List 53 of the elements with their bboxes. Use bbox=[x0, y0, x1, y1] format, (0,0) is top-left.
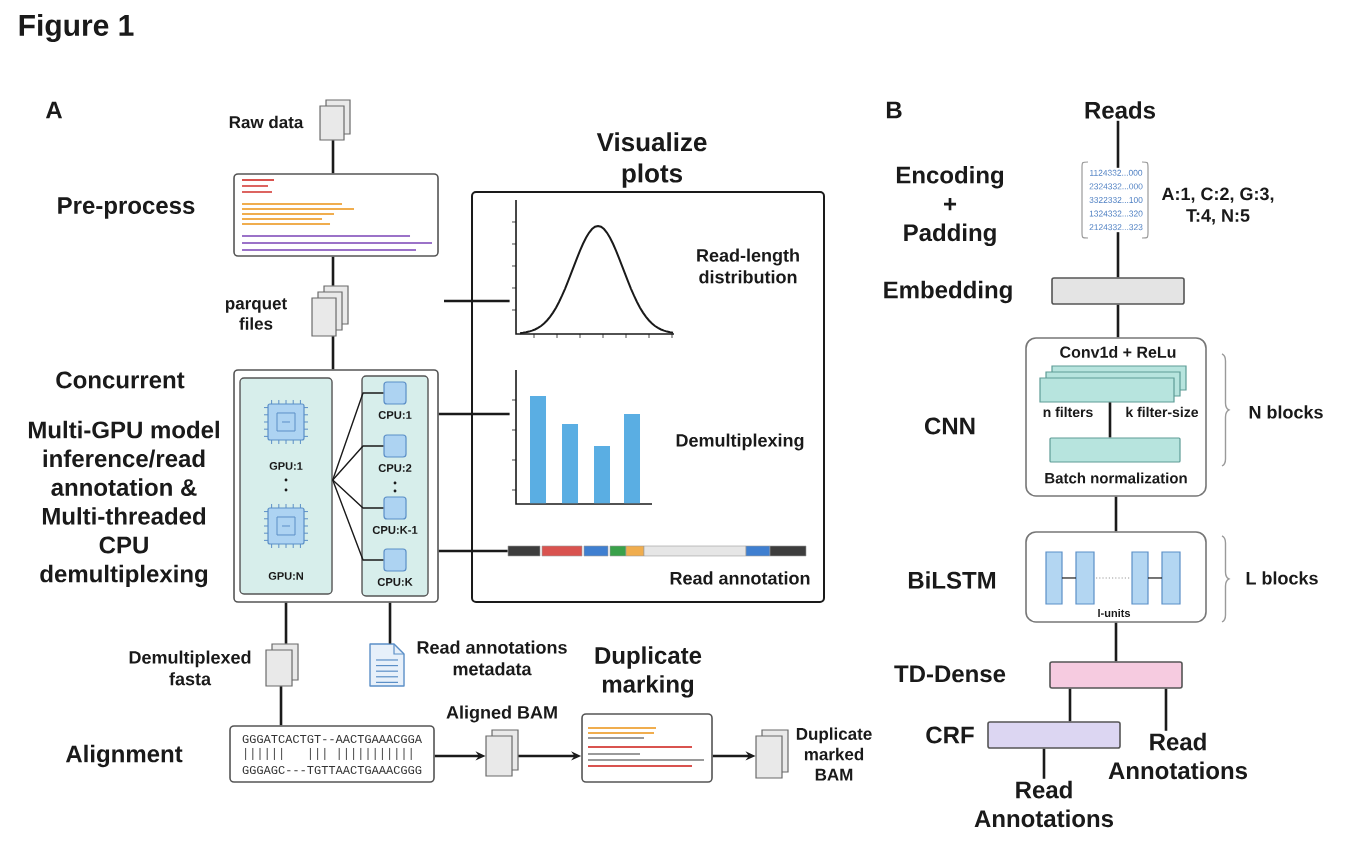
connector-line bbox=[279, 686, 283, 726]
connector-line bbox=[332, 479, 385, 561]
connector-line bbox=[1114, 622, 1118, 662]
file-label: Duplicate marked BAM bbox=[796, 727, 872, 781]
step-label: CNN bbox=[925, 417, 975, 435]
connector-line bbox=[331, 336, 335, 370]
connector-line bbox=[332, 445, 385, 481]
plot-label: Demultiplexing bbox=[676, 433, 804, 451]
output-label: Read Annotations bbox=[1108, 732, 1247, 780]
panel-letter: A bbox=[45, 101, 63, 119]
connector-line bbox=[1114, 496, 1118, 532]
connector-line bbox=[332, 479, 385, 509]
connector-line bbox=[388, 602, 392, 644]
connector-line bbox=[332, 392, 385, 481]
block-count-label: L blocks bbox=[1246, 571, 1318, 585]
file-label: Raw data bbox=[229, 115, 304, 129]
connector-line bbox=[1164, 688, 1168, 731]
panel-title: Visualize plots bbox=[596, 132, 707, 188]
plot-label: Read-length distribution bbox=[697, 248, 799, 284]
step-label: TD-Dense bbox=[894, 665, 1006, 683]
connector-line bbox=[438, 549, 508, 553]
connector-line bbox=[331, 140, 335, 174]
output-label: Read Annotations bbox=[974, 780, 1113, 828]
block-count-label: N blocks bbox=[1249, 405, 1323, 419]
code-key: A:1, C:2, G:3, T:4, N:5 bbox=[1161, 187, 1274, 225]
connector-line bbox=[1068, 688, 1072, 722]
panel-letter: B bbox=[886, 101, 902, 119]
input-label: Reads bbox=[1085, 101, 1155, 119]
figure-title: Figure 1 bbox=[19, 13, 134, 43]
file-label: parquet files bbox=[226, 298, 287, 330]
file-label: Read annotations metadata bbox=[417, 640, 567, 676]
connector-line bbox=[1108, 402, 1112, 438]
step-label: Duplicate marking bbox=[595, 646, 702, 698]
step-label: Encoding + Padding bbox=[896, 165, 1004, 246]
step-label: CRF bbox=[926, 726, 974, 744]
file-label: Demultiplexed fasta bbox=[129, 650, 251, 686]
connector-line bbox=[1116, 304, 1120, 338]
connector-line bbox=[1042, 748, 1046, 779]
file-label: Aligned BAM bbox=[446, 705, 557, 723]
connector-line bbox=[284, 602, 288, 644]
connector-line bbox=[331, 256, 335, 286]
step-label: Alignment bbox=[65, 744, 183, 768]
step-label: Embedding bbox=[884, 280, 1012, 304]
layer-label: Conv1d + ReLu bbox=[1060, 346, 1176, 358]
step-label: Concurrent bbox=[56, 371, 185, 389]
step-label: BiLSTM bbox=[908, 571, 996, 589]
connector-line bbox=[444, 299, 510, 303]
connector-line bbox=[1116, 232, 1120, 278]
step-label: Pre-process bbox=[58, 197, 195, 219]
connector-line bbox=[438, 412, 510, 416]
step-description: Multi-GPU model inference/read annotation & Multi-threaded CPU demultiplexing bbox=[28, 420, 219, 588]
plot-label: Read annotation bbox=[670, 571, 810, 585]
connector-line bbox=[1116, 120, 1120, 168]
